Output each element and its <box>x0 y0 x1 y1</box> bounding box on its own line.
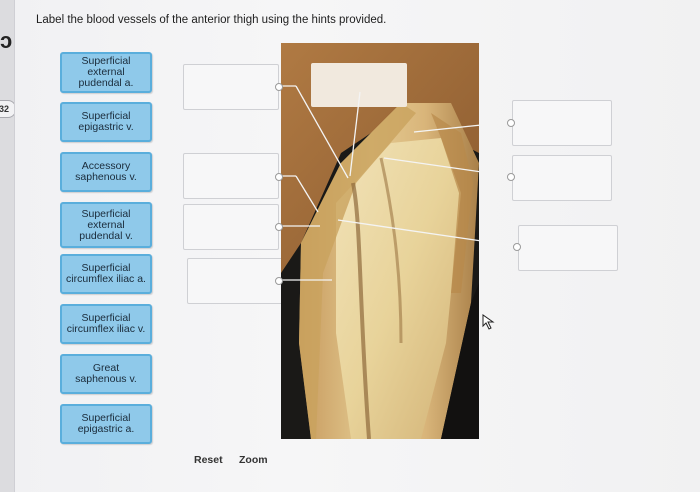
label-chip[interactable]: Superficial epigastric v. <box>60 102 152 142</box>
drop-target-left-1[interactable] <box>183 64 279 110</box>
anchor-point[interactable] <box>275 83 283 91</box>
thigh-dissection-image <box>281 43 479 439</box>
anchor-point[interactable] <box>507 173 515 181</box>
label-chip[interactable]: Accessory saphenous v. <box>60 152 152 192</box>
anchor-point[interactable] <box>507 119 515 127</box>
back-arrow-icon[interactable]: ↄ <box>0 28 13 53</box>
label-chip[interactable]: Great saphenous v. <box>60 354 152 394</box>
zoom-button[interactable]: Zoom <box>239 454 268 466</box>
label-chip[interactable]: Superficial circumflex iliac a. <box>60 254 152 294</box>
drop-target-left-2[interactable] <box>183 153 279 199</box>
drop-target-right-2[interactable] <box>512 155 612 201</box>
label-chip[interactable]: Superficial epigastric a. <box>60 404 152 444</box>
anatomy-photo <box>281 43 479 439</box>
anchor-point[interactable] <box>275 223 283 231</box>
label-chip[interactable]: Superficial external pudendal a. <box>60 52 152 93</box>
left-margin-strip <box>0 0 14 492</box>
anchor-point[interactable] <box>513 243 521 251</box>
question-text: Label the blood vessels of the anterior … <box>36 14 387 26</box>
label-chip[interactable]: Superficial circumflex iliac v. <box>60 304 152 344</box>
anchor-point[interactable] <box>275 277 283 285</box>
mouse-cursor-icon <box>482 314 495 330</box>
drop-target-left-4[interactable] <box>187 258 283 304</box>
reset-button[interactable]: Reset <box>194 454 223 466</box>
drop-target-right-1[interactable] <box>512 100 612 146</box>
label-chip[interactable]: Superficial external pudendal v. <box>60 202 152 248</box>
drop-target-right-3[interactable] <box>518 225 618 271</box>
anchor-point[interactable] <box>275 173 283 181</box>
